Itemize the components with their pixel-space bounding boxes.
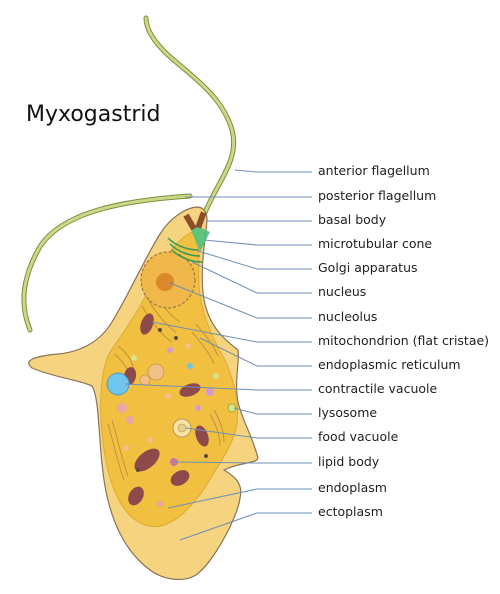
label-mitochondrion: mitochondrion (flat cristae) xyxy=(318,333,490,348)
label-nucleus: nucleus xyxy=(318,284,367,299)
lysosome-shape xyxy=(227,403,237,413)
label-nucleolus: nucleolus xyxy=(318,309,378,324)
diagram-title: Myxogastrid xyxy=(26,102,161,127)
basal-body-shape xyxy=(183,211,207,231)
nucleolus-shape xyxy=(156,273,174,291)
label-lipid-body: lipid body xyxy=(318,454,380,469)
label-food-vacuole: food vacuole xyxy=(318,429,399,444)
label-golgi-apparatus: Golgi apparatus xyxy=(318,260,418,275)
label-contractile-vacuole: contractile vacuole xyxy=(318,381,438,396)
label-basal-body: basal body xyxy=(318,212,387,227)
label-endoplasmic-reticulum: endoplasmic reticulum xyxy=(318,357,461,372)
lipid-body-shape xyxy=(170,458,178,466)
label-lysosome: lysosome xyxy=(318,405,378,420)
label-endoplasm: endoplasm xyxy=(318,480,387,495)
leader-lines xyxy=(124,169,312,541)
label-microtubular-cone: microtubular cone xyxy=(318,236,433,251)
cytoplasm-granules xyxy=(117,328,219,507)
label-anterior-flagellum: anterior flagellum xyxy=(318,163,430,178)
cell-endoplasm xyxy=(100,231,239,528)
label-posterior-flagellum: posterior flagellum xyxy=(318,188,437,203)
label-ectoplasm: ectoplasm xyxy=(318,504,383,519)
microtubular-cone-shape xyxy=(188,222,210,252)
